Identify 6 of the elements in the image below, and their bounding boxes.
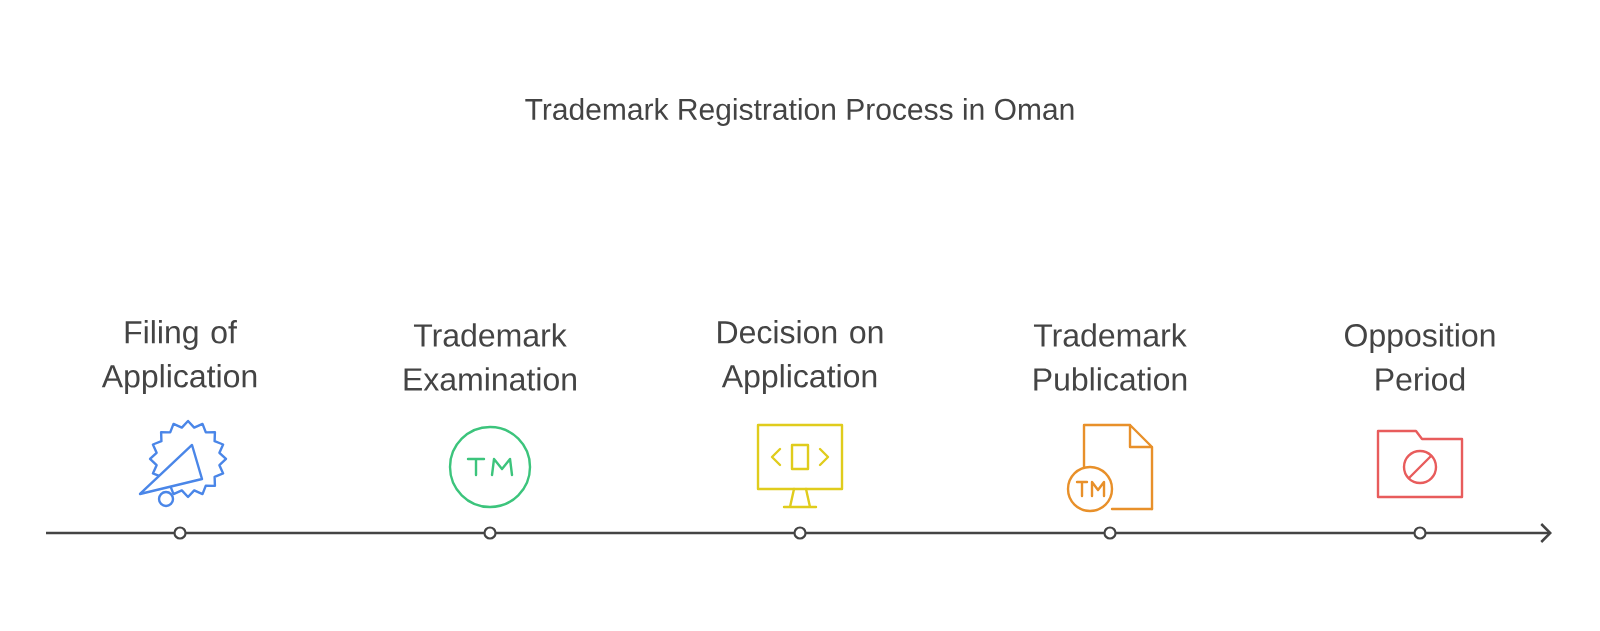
title: Trademark Registration Process in Oman bbox=[525, 98, 1074, 126]
step-label: Filing of Application bbox=[101, 320, 257, 394]
step-label: Trademark Examination bbox=[404, 323, 576, 391]
step-label: Trademark Publication bbox=[1033, 323, 1187, 391]
step-label: Opposition Period bbox=[1345, 323, 1495, 391]
step-label: Decision on Application bbox=[718, 320, 883, 394]
